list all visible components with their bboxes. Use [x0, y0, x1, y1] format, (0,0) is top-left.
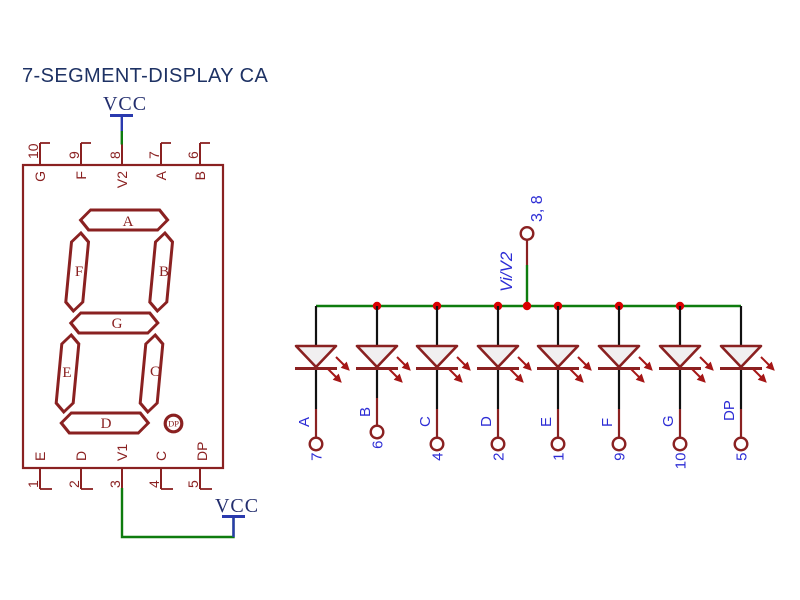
schematic-title: 7-SEGMENT-DISPLAY CA: [22, 65, 268, 87]
vcc-top-power-symbol: VCC: [103, 93, 147, 145]
led-segment-label: G: [660, 415, 677, 427]
pin-number: 1: [25, 480, 41, 488]
led-symbol: [414, 344, 460, 370]
pin-number: 4: [146, 480, 162, 488]
led-symbol: [535, 344, 581, 370]
pin-terminal: [429, 436, 445, 452]
pin-number: 6: [185, 151, 201, 159]
led-segment-label: D: [478, 416, 495, 427]
segment-letters: A F B G E C D: [62, 214, 169, 432]
led-pin-number: 10: [673, 453, 690, 470]
led-symbol: [657, 344, 703, 370]
pin-name: C: [153, 451, 169, 461]
pin-terminal: [308, 436, 324, 452]
pin-terminal: [519, 225, 535, 241]
led-segment-label: C: [417, 416, 434, 427]
pin-name: A: [153, 170, 169, 180]
segment-d: [59, 411, 151, 435]
decimal-point-label: DP: [168, 419, 179, 429]
pin-terminal: [611, 436, 627, 452]
segment-c-label: C: [150, 364, 160, 380]
led-pin-number: 2: [491, 453, 508, 461]
pin-top-6: [199, 142, 210, 165]
led-symbol: [354, 344, 400, 370]
pin-terminal: [369, 424, 385, 440]
common-pin-feed: 3, 8 Vi/V2: [497, 195, 546, 306]
vcc-label: VCC: [215, 495, 259, 517]
pin-name: DP: [194, 442, 210, 461]
led-pin-number: 4: [430, 453, 447, 461]
segment-a-label: A: [123, 214, 134, 230]
feed-net-label: Vi/V2: [497, 251, 516, 292]
pin-number: 7: [146, 151, 162, 159]
led-symbol: [718, 344, 764, 370]
decimal-point: [163, 413, 184, 434]
pin-terminal: [490, 436, 506, 452]
pin-name: G: [32, 171, 48, 182]
vcc-bottom-power-symbol: VCC: [120, 488, 259, 539]
led-symbol: [596, 344, 642, 370]
segment-e-label: E: [62, 365, 71, 381]
led-a: A 7: [293, 306, 350, 461]
pin-name: V1: [114, 444, 130, 461]
segment-c: [138, 332, 165, 415]
led-e: E 1: [535, 306, 592, 461]
led-segment-label: DP: [721, 400, 738, 421]
segment-g: [68, 311, 160, 335]
vcc-label: VCC: [103, 93, 147, 115]
led-g: G 10: [657, 306, 714, 470]
led-pin-number: 6: [370, 441, 387, 449]
pin-number: 5: [185, 480, 201, 488]
pin-number: 3: [107, 480, 123, 488]
pin-top-10: [39, 142, 50, 165]
pin-terminal: [550, 436, 566, 452]
pin-number: 2: [66, 480, 82, 488]
pin-number: 10: [25, 143, 41, 159]
pin-bottom-4: [160, 468, 173, 490]
led-pin-number: 5: [734, 453, 751, 461]
led-dp: DP 5: [718, 306, 775, 461]
pin-terminal: [733, 436, 749, 452]
pin-number: 8: [107, 151, 123, 159]
pin-number: 9: [66, 151, 82, 159]
segment-f: [64, 230, 91, 314]
led-segment-label: A: [296, 417, 313, 427]
led-symbol: [475, 344, 521, 370]
pin-name: V2: [114, 171, 130, 188]
led-segment-label: E: [538, 417, 555, 427]
segment-e: [54, 332, 81, 415]
segment-b: [148, 230, 175, 314]
pin-top-7: [160, 142, 171, 165]
feed-pin-numbers: 3, 8: [529, 195, 546, 222]
segment-f-label: F: [75, 264, 83, 280]
led-symbol: [293, 344, 339, 370]
segment-a: [78, 208, 170, 232]
led-b: B 6: [354, 306, 411, 449]
segment-g-label: G: [112, 316, 123, 332]
led-pin-number: 7: [309, 453, 326, 461]
led-c: C 4: [414, 306, 471, 461]
pin-bottom-1: [39, 468, 52, 490]
pin-name: D: [73, 451, 89, 461]
pin-bottom-5: [199, 468, 212, 490]
pin-top-9: [80, 142, 91, 165]
pin-name: F: [73, 171, 89, 180]
led-f: F 9: [596, 306, 653, 461]
led-pin-number: 9: [612, 453, 629, 461]
led-segment-label: B: [357, 407, 374, 417]
junction-dot: [522, 301, 532, 311]
led-segment-label: F: [599, 418, 616, 427]
seven-segment-display-symbol: 10 G 9 F 8 V2 7 A 6 B 1 E: [21, 93, 259, 539]
pin-terminal: [672, 436, 688, 452]
segment-b-label: B: [159, 264, 169, 280]
digit-segments: [54, 208, 175, 435]
led-array: 3, 8 Vi/V2 A 7: [293, 195, 775, 470]
segment-d-label: D: [101, 416, 112, 432]
pin-name: E: [32, 452, 48, 461]
pin-bottom-2: [80, 468, 93, 490]
led-pin-number: 1: [551, 453, 568, 461]
led-d: D 2: [475, 306, 532, 461]
pin-name: B: [192, 171, 208, 180]
